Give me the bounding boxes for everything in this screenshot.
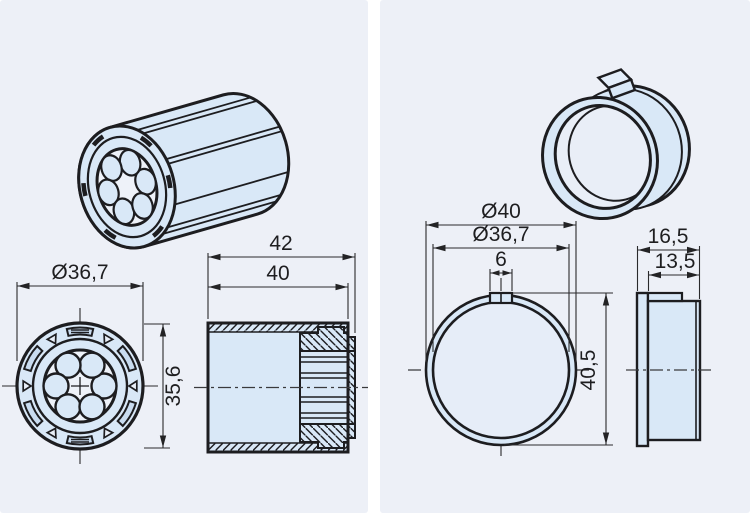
dim-label-outer-diameter: Ø40	[481, 200, 521, 223]
isometric-ring-view	[541, 68, 691, 221]
locking-tab-front	[488, 291, 514, 305]
dim-label-length-total: 42	[269, 232, 292, 255]
dimension-length-body: 40	[208, 262, 349, 319]
locking-tab-side	[646, 291, 684, 303]
left-panel-tube-adapter: Ø36,7 35,6	[0, 0, 368, 513]
locking-tab-3d	[596, 68, 637, 100]
hatched-bottom-wall	[208, 443, 348, 452]
dimension-length-total: 42	[207, 232, 356, 333]
dim-label-diameter: Ø36,7	[51, 261, 108, 284]
dimension-height: 35,6	[144, 323, 185, 449]
dimension-depth-body: 13,5	[647, 250, 700, 291]
slot-grip-lines	[71, 329, 89, 443]
dim-label-depth-body: 13,5	[655, 250, 696, 273]
star-lobes-3d	[97, 148, 157, 226]
ring-side-view: 16,5 13,5	[626, 225, 711, 448]
face-slots	[81, 129, 173, 245]
ring-slots	[22, 326, 138, 446]
dim-label-inner-diameter: Ø36,7	[472, 223, 529, 246]
dimension-overall-height: 40,5	[504, 292, 613, 446]
dim-label-length-body: 40	[266, 262, 289, 285]
dim-label-height: 35,6	[162, 366, 185, 407]
dimension-tab-width: 6	[489, 248, 513, 291]
body-grooves	[137, 96, 289, 235]
ring-front-view: Ø40 Ø36,7 6	[408, 200, 613, 456]
splined-insert	[299, 326, 356, 449]
hatched-top-wall	[208, 323, 348, 332]
dimension-depth-total: 16,5	[636, 225, 701, 299]
wedge-notches	[22, 332, 138, 440]
dimension-inner-diameter: Ø36,7	[432, 223, 570, 352]
dim-label-overall-height: 40,5	[577, 350, 600, 391]
section-view: 42 40	[194, 232, 368, 454]
dim-label-depth-total: 16,5	[648, 225, 689, 248]
right-panel-adapter-ring: Ø40 Ø36,7 6	[380, 0, 750, 513]
right-drawing-svg: Ø40 Ø36,7 6	[408, 68, 711, 456]
dimension-outer-diameter: Ø40	[425, 200, 577, 362]
isometric-view	[77, 91, 291, 250]
spline-teeth-lines	[300, 356, 348, 419]
front-view: Ø36,7 35,6	[2, 261, 185, 464]
left-drawing-svg: Ø36,7 35,6	[2, 91, 368, 464]
star-lobes	[42, 351, 118, 421]
dimension-diameter: Ø36,7	[16, 261, 144, 361]
dim-label-tab-width: 6	[495, 248, 507, 271]
